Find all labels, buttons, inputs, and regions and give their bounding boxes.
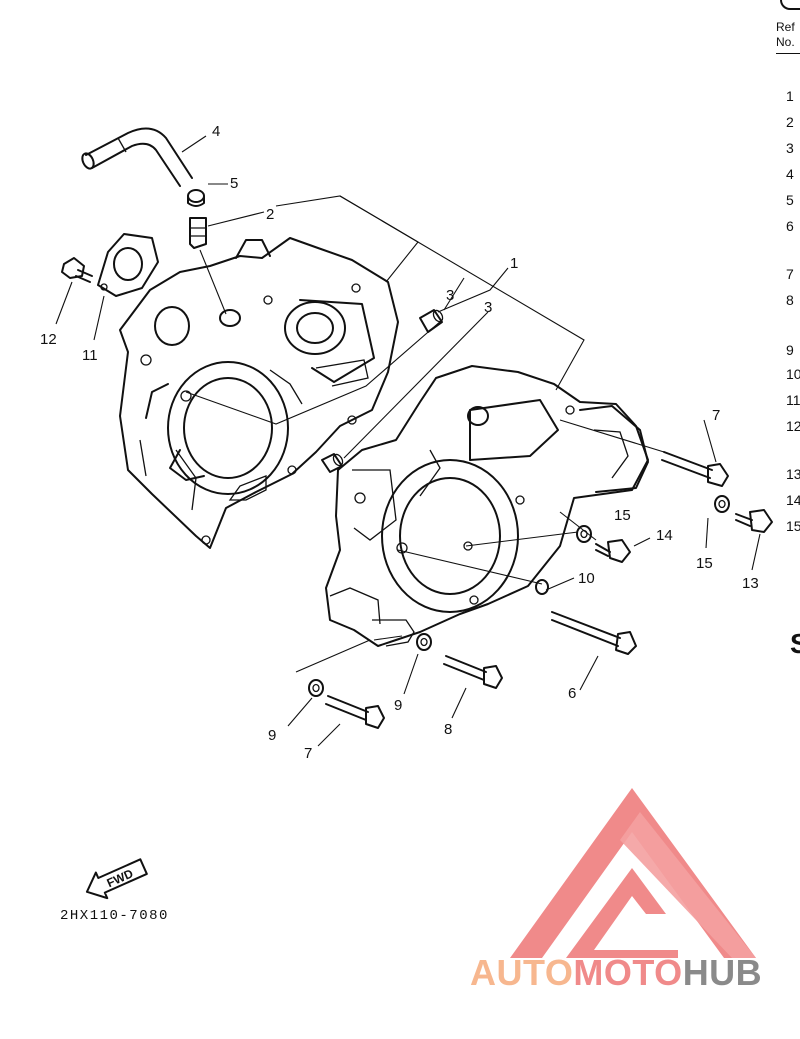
ref-header-line1: Ref <box>776 20 795 34</box>
reference-column: Ref No. <box>776 20 800 74</box>
callout-15-right: 15 <box>696 555 713 572</box>
logo-triangle-right <box>620 812 756 958</box>
ref-header-rule <box>776 53 800 54</box>
callout-6: 6 <box>568 685 576 702</box>
ref-number-9: 9 <box>786 342 794 358</box>
bolt-13 <box>735 509 773 533</box>
ref-number-13: 13 <box>786 466 800 482</box>
section-letter: S <box>790 628 800 659</box>
ref-number-7: 7 <box>786 266 794 282</box>
bolt-8 <box>443 655 503 689</box>
bolt-14 <box>595 539 631 563</box>
washer-9-upper <box>416 633 432 651</box>
callout-13: 13 <box>742 575 759 592</box>
left-crankcase <box>119 237 399 549</box>
gasket <box>97 233 159 297</box>
automotohub-logo <box>510 788 756 958</box>
washer-15-right <box>714 495 730 513</box>
callout-5: 5 <box>230 175 238 192</box>
logo-text-hub: HUB <box>682 952 763 993</box>
logo-text: AUTOMOTOHUB <box>470 952 762 994</box>
ref-number-4: 4 <box>786 166 794 182</box>
callout-15-left: 15 <box>614 507 631 524</box>
callout-14: 14 <box>656 527 673 544</box>
callout-10: 10 <box>578 570 595 587</box>
callout-7-upper: 7 <box>712 407 720 424</box>
dowel-pin-lower <box>321 453 344 473</box>
ref-number-8: 8 <box>786 292 794 308</box>
logo-text-auto: AUTO <box>470 952 574 993</box>
callout-3-lower: 3 <box>484 299 492 316</box>
bolt-7-lower <box>325 695 385 729</box>
ref-number-15: 15 <box>786 518 800 534</box>
bolt-7-upper <box>661 451 729 487</box>
washer-9-lower <box>308 679 324 697</box>
logo-text-moto: MOTO <box>573 952 683 993</box>
callout-9-lower: 9 <box>268 727 276 744</box>
ref-number-6: 6 <box>786 218 794 234</box>
breather-fitting <box>189 217 207 249</box>
right-crankcase <box>325 365 649 647</box>
callout-11: 11 <box>82 347 98 364</box>
bolt-12 <box>61 257 93 283</box>
ref-number-11: 11 <box>786 392 800 408</box>
page-header-fragment <box>780 0 800 10</box>
o-ring <box>535 579 549 595</box>
part-code: 2HX110-7080 <box>60 908 169 924</box>
ref-number-5: 5 <box>786 192 794 208</box>
leader-lines <box>55 135 761 747</box>
callout-7-lower: 7 <box>304 745 312 762</box>
callout-9-upper: 9 <box>394 697 402 714</box>
ref-number-2: 2 <box>786 114 794 130</box>
ref-number-10: 10 <box>786 366 800 382</box>
callout-2: 2 <box>266 206 274 223</box>
callout-4: 4 <box>212 123 220 140</box>
bolt-6 <box>551 611 637 655</box>
ref-number-1: 1 <box>786 88 794 104</box>
ref-number-14: 14 <box>786 492 800 508</box>
ref-number-12: 12 <box>786 418 800 434</box>
callout-12: 12 <box>40 331 57 348</box>
logo-triangle-inner <box>566 868 678 958</box>
ref-header-line2: No. <box>776 35 795 49</box>
fwd-arrow: FWD <box>85 858 148 900</box>
hose-clip <box>187 189 205 207</box>
breather-hose <box>81 127 193 187</box>
ref-number-3: 3 <box>786 140 794 156</box>
callout-3-upper: 3 <box>446 287 454 304</box>
callout-8: 8 <box>444 721 452 738</box>
callout-1: 1 <box>510 255 518 272</box>
